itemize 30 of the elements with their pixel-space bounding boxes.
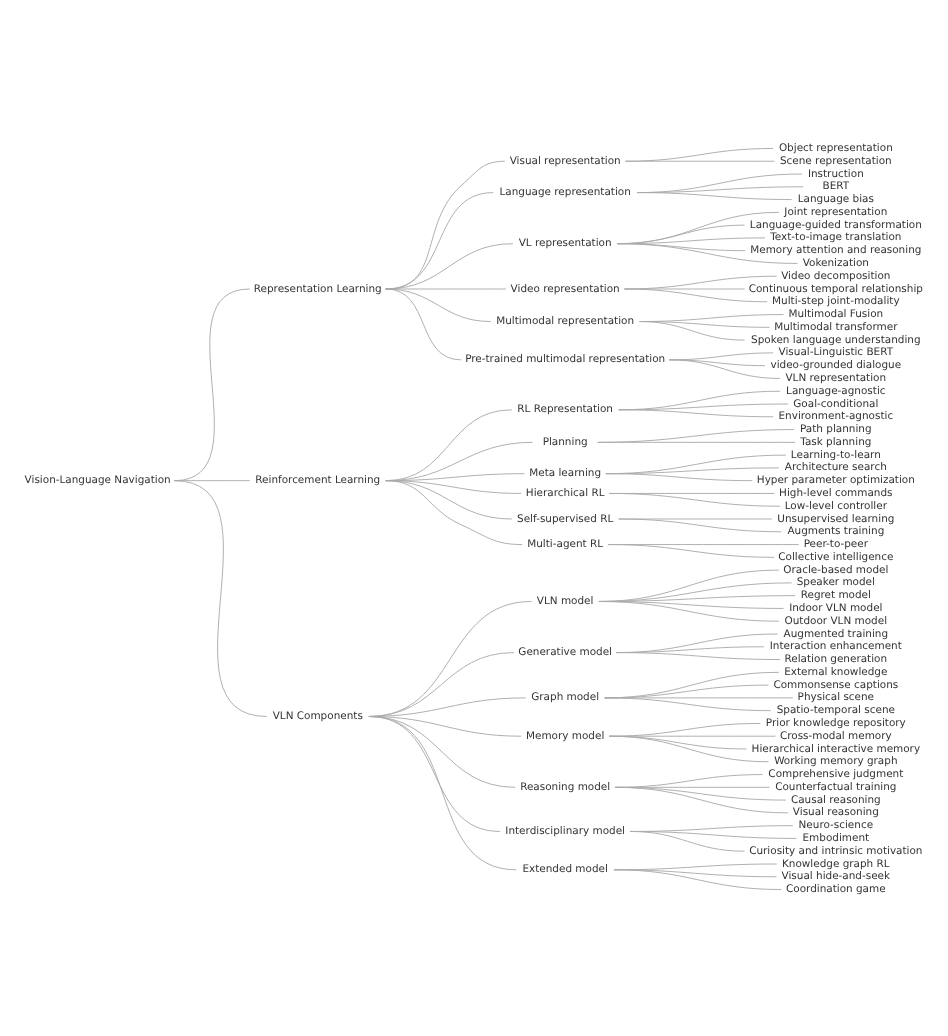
- connector: [625, 147, 774, 161]
- connector: [614, 785, 789, 813]
- connector: [385, 287, 462, 360]
- connector: [608, 492, 781, 506]
- connector: [385, 159, 506, 289]
- connector: [615, 651, 781, 659]
- connector: [368, 715, 517, 870]
- connector: [668, 358, 781, 378]
- connector: [623, 287, 768, 302]
- connector: [385, 287, 492, 321]
- connector: [607, 543, 775, 557]
- connector: [598, 600, 780, 621]
- connector: [597, 428, 795, 442]
- connector: [636, 191, 793, 200]
- connector: [613, 868, 782, 889]
- connector: [629, 830, 746, 851]
- connector: [605, 472, 753, 481]
- connector: [608, 721, 761, 736]
- connector: [597, 440, 796, 442]
- connector: [608, 734, 769, 762]
- connector: [385, 242, 514, 289]
- connector: [625, 159, 775, 161]
- connector: [617, 242, 798, 263]
- connector: [618, 517, 782, 532]
- connector: [639, 320, 746, 340]
- connector: [385, 479, 523, 544]
- connector: [385, 287, 507, 289]
- connector: [173, 479, 268, 716]
- connector: [604, 696, 772, 711]
- connector: [618, 408, 774, 417]
